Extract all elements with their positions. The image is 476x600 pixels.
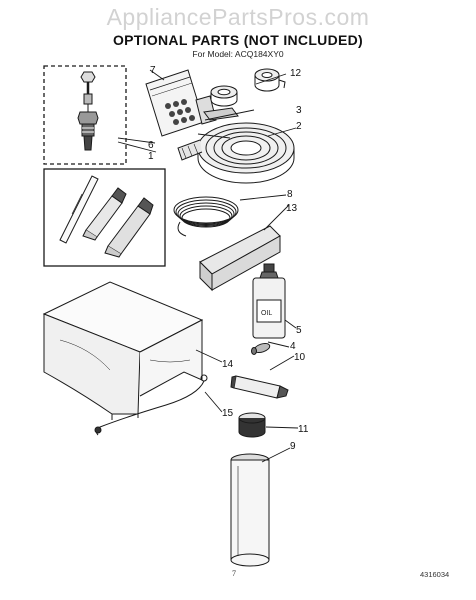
callout-11: 11	[298, 424, 309, 435]
model-subtitle: For Model: ACQ184XY0	[192, 49, 284, 59]
oil-bottle	[252, 263, 286, 339]
document-number: 4316034	[420, 570, 450, 579]
cord-clamp	[94, 374, 208, 436]
callout-2: 2	[296, 121, 302, 132]
callout-10: 10	[294, 352, 306, 363]
sealant-tube	[230, 375, 289, 399]
foam-block	[199, 225, 281, 292]
callout-15: 15	[222, 408, 234, 419]
callout-1: 1	[148, 151, 154, 162]
spray-can	[230, 453, 270, 567]
foam-tape-rolls	[195, 68, 286, 125]
leader-lines	[117, 69, 299, 463]
oil-bottle-label: OIL	[261, 310, 272, 317]
callout-3: 3	[296, 105, 302, 116]
small-fitting	[251, 342, 271, 355]
callout-8: 8	[287, 189, 293, 200]
callout-9: 9	[290, 441, 296, 452]
page-number: 7	[232, 569, 236, 578]
callout-12: 12	[290, 68, 302, 79]
tube-kit-box	[43, 168, 166, 267]
callout-13: 13	[286, 203, 298, 214]
callout-4: 4	[290, 341, 296, 352]
valve-kit-box	[43, 65, 127, 165]
wire-coil	[173, 196, 239, 237]
cover-wrap	[42, 281, 204, 420]
page-title: OPTIONAL PARTS (NOT INCLUDED)	[112, 32, 364, 48]
small-can	[238, 412, 266, 438]
watermark: AppliancePartsPros.com	[106, 4, 370, 30]
large-tape-roll	[177, 122, 295, 184]
callout-6: 6	[148, 140, 154, 151]
fastener-bag	[145, 69, 205, 137]
callout-5: 5	[296, 325, 302, 336]
callout-7: 7	[150, 65, 156, 76]
callout-14: 14	[222, 359, 234, 370]
